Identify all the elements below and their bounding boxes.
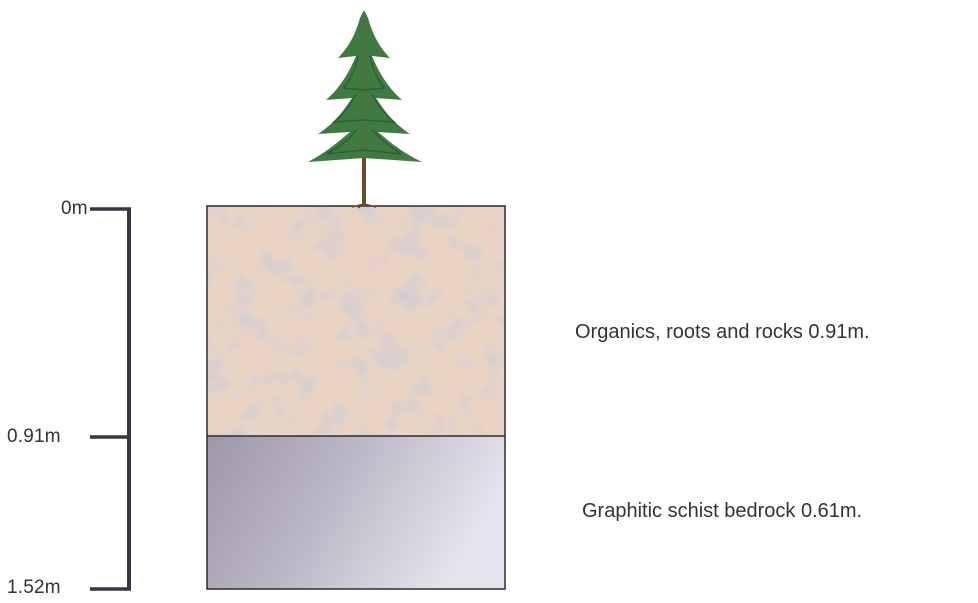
bedrock-layer — [207, 436, 505, 589]
organics-layer-label: Organics, roots and rocks 0.91m. — [575, 321, 870, 343]
depth-label-0m: 0m — [61, 199, 88, 219]
organics-mottle — [207, 206, 505, 436]
bedrock-layer-label: Graphitic schist bedrock 0.61m. — [582, 500, 862, 522]
conifer-tree-icon — [308, 10, 422, 208]
depth-label-0.91m: 0.91m — [7, 427, 61, 447]
depth-label-1.52m: 1.52m — [7, 578, 61, 598]
